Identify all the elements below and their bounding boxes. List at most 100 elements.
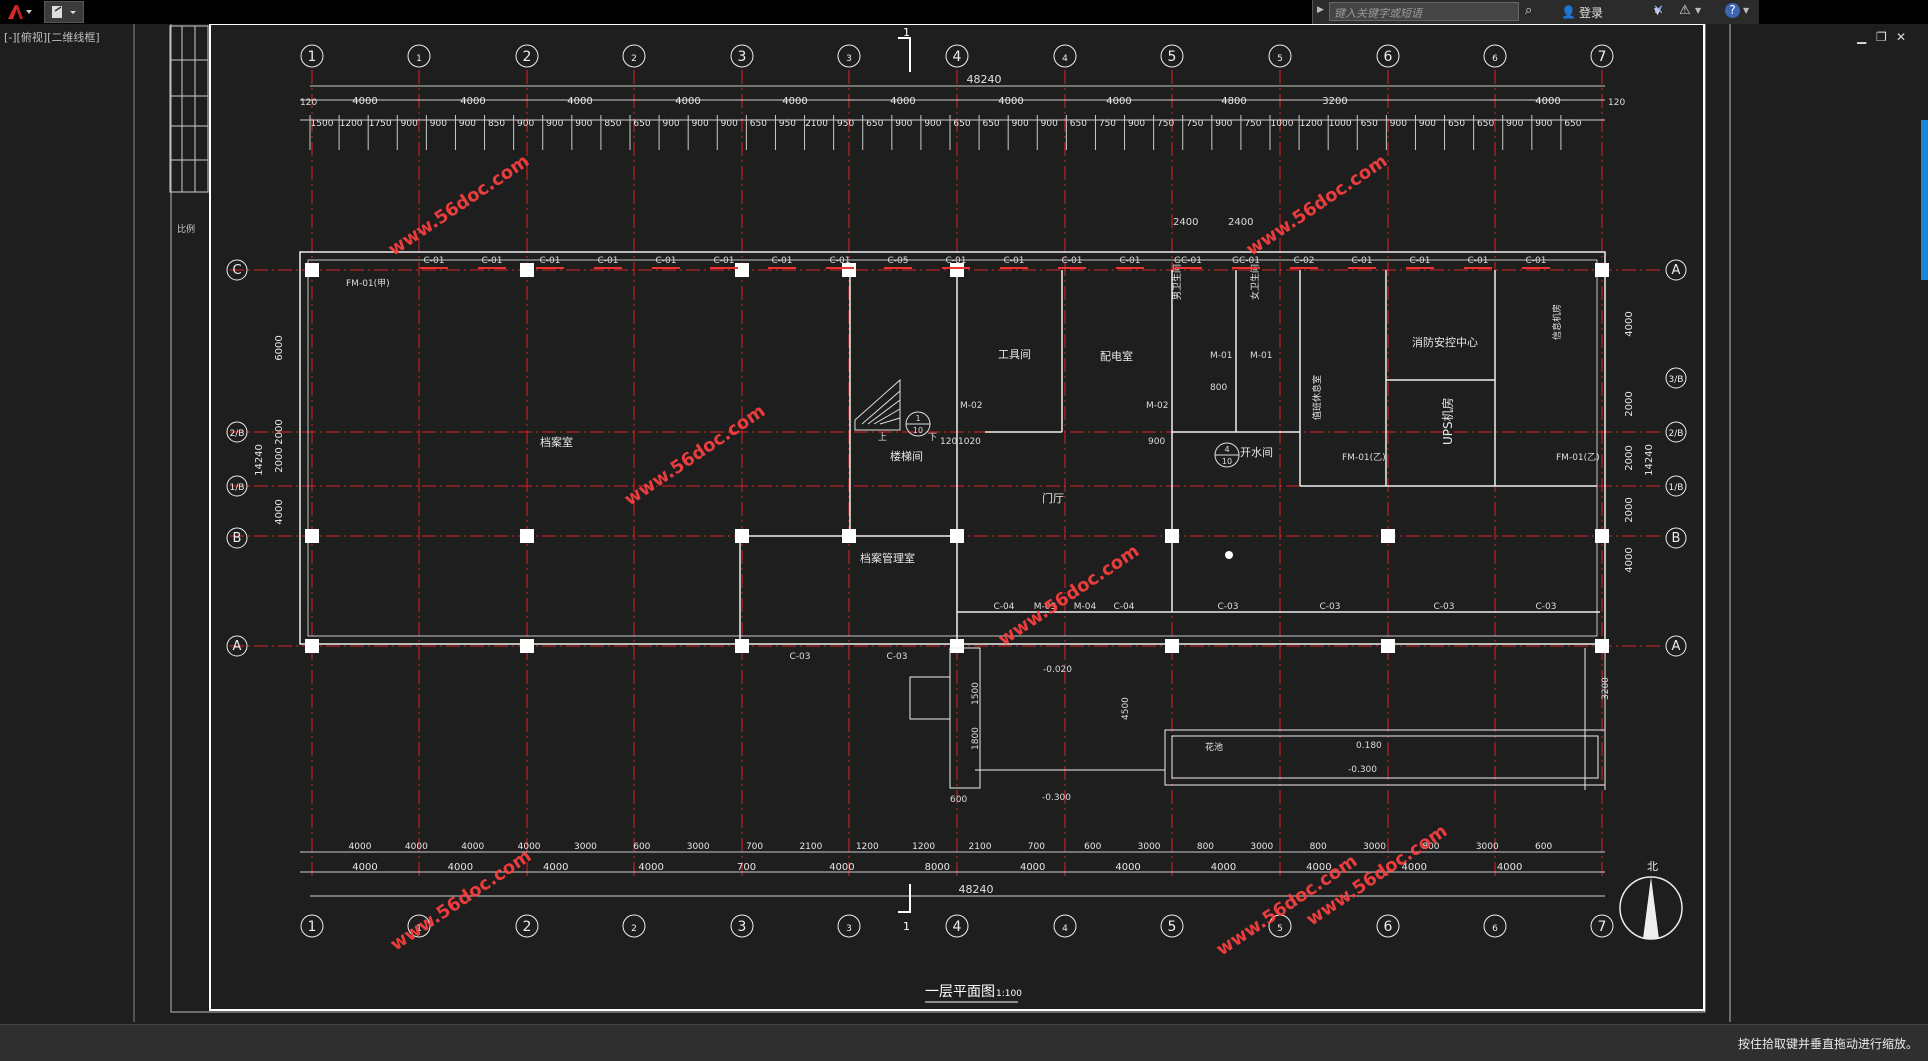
a360-icon[interactable]: ⚠ bbox=[1679, 3, 1691, 18]
login-label: 登录 bbox=[1578, 5, 1603, 20]
grid-bubble-right bbox=[1665, 527, 1687, 549]
dim-1020: 1020 bbox=[958, 437, 981, 447]
dim-600: 600 bbox=[950, 795, 967, 805]
grid-bubble bbox=[1590, 914, 1614, 938]
quick-access-button[interactable] bbox=[44, 1, 84, 23]
dim-1500: 1500 bbox=[971, 682, 981, 705]
grid-bubble bbox=[1160, 914, 1184, 938]
dim-text: 800 bbox=[1197, 842, 1214, 852]
dim-text: 4000 bbox=[518, 842, 541, 852]
svg-text:10: 10 bbox=[1222, 457, 1232, 466]
column bbox=[305, 639, 319, 653]
dim-text: 4000 bbox=[638, 862, 663, 873]
dim-120: 120 bbox=[940, 437, 957, 447]
drawing-scale: 1:100 bbox=[996, 989, 1022, 999]
grid-bubble bbox=[622, 914, 646, 938]
dim-text: 4000 bbox=[1306, 862, 1331, 873]
column bbox=[735, 639, 749, 653]
help-icon[interactable]: ? bbox=[1725, 3, 1740, 18]
top-total-dimension: 48240 bbox=[967, 73, 1002, 86]
grid-bubble-label: 5 bbox=[1168, 919, 1177, 935]
grid-bubble bbox=[515, 914, 539, 938]
binoculars-icon[interactable]: ⌕ bbox=[1525, 3, 1533, 18]
grid-bubble bbox=[1053, 914, 1077, 938]
expand-arrow-icon[interactable]: ▶ bbox=[1317, 5, 1324, 15]
room-label-archive: 档案室 bbox=[540, 435, 573, 449]
column bbox=[1165, 529, 1179, 543]
bottom-window-label: C-03 bbox=[1434, 602, 1455, 612]
north-arrow-icon: 北 bbox=[1619, 860, 1683, 940]
exchange-icon[interactable]: ✕ bbox=[1653, 3, 1664, 18]
grid-bubble-label: 3 bbox=[738, 919, 747, 935]
dim-text-fine: 900 bbox=[1535, 119, 1552, 129]
application-menu-button[interactable] bbox=[0, 0, 40, 24]
search-input[interactable]: 键入关键字或短语 bbox=[1329, 2, 1519, 21]
watermark-text: www.56doc.com bbox=[385, 151, 534, 261]
column bbox=[520, 639, 534, 653]
dim-text: 4000 bbox=[829, 862, 854, 873]
dim-text-fine: 650 bbox=[1564, 119, 1581, 129]
side-dim: 2000 bbox=[1624, 445, 1635, 470]
grid-bubble-label: 2 bbox=[523, 919, 532, 935]
window-label: C-01 bbox=[1410, 256, 1431, 266]
room-label-male-wc: 男卫生间 bbox=[1171, 264, 1183, 300]
grid-bubble-label: 7 bbox=[1598, 919, 1607, 935]
grid-bubble-left-label: 1/B bbox=[230, 483, 245, 493]
section-label-bottom: 1 bbox=[903, 920, 910, 933]
chevron-down-icon[interactable]: ▼ bbox=[1743, 6, 1750, 15]
detail-callout-1: 1 10 bbox=[905, 411, 931, 437]
column bbox=[1595, 639, 1609, 653]
dim-text-fine: 900 bbox=[1012, 119, 1029, 129]
bottom-window-label: C-04 bbox=[1114, 602, 1135, 612]
grid-lines bbox=[230, 70, 1660, 880]
dim-text-fine: 900 bbox=[924, 119, 941, 129]
status-bar: 按住拾取键并垂直拖动进行缩放。 bbox=[0, 1024, 1928, 1061]
grid-bubble-label: 4 bbox=[953, 919, 962, 935]
grid-bubble bbox=[837, 44, 861, 68]
dim-text: 4000 bbox=[543, 862, 568, 873]
dim-text-fine: 1200 bbox=[1300, 119, 1323, 129]
column bbox=[1381, 529, 1395, 543]
window-label: C-01 bbox=[598, 256, 619, 266]
room-label-tool: 工具间 bbox=[998, 348, 1031, 361]
column bbox=[950, 529, 964, 543]
dim-800: 800 bbox=[1210, 383, 1227, 393]
scrollbar-accent[interactable] bbox=[1921, 120, 1928, 280]
dim-text-fine: 750 bbox=[1186, 119, 1203, 129]
grid-bubble bbox=[1590, 44, 1614, 68]
login-button[interactable]: 👤 登录 ▼ bbox=[1561, 2, 1661, 22]
grid-bubble-right-label: 2/B bbox=[1669, 429, 1684, 439]
window-label: C-01 bbox=[656, 256, 677, 266]
side-dim: 4000 bbox=[1624, 547, 1635, 572]
dim-text: 4800 bbox=[1221, 96, 1246, 107]
side-total: 14240 bbox=[254, 444, 265, 476]
chevron-down-icon: ▼ bbox=[1653, 7, 1661, 17]
grid-bubble-left bbox=[226, 475, 248, 497]
window-label: C-01 bbox=[714, 256, 735, 266]
room-label-monitor: 信息机房 bbox=[1551, 304, 1563, 340]
dim-text-fine: 650 bbox=[1070, 119, 1087, 129]
grid-bubble-label: 2 bbox=[523, 49, 532, 65]
dim-text: 600 bbox=[633, 842, 650, 852]
column bbox=[950, 263, 964, 277]
title-bar: ▶ 键入关键字或短语 ⌕ 👤 登录 ▼ ✕ ⚠ ▼ ? ▼ bbox=[0, 0, 1928, 24]
dim-4500: 4500 bbox=[1121, 697, 1131, 720]
close-icon[interactable]: ✕ bbox=[1896, 30, 1907, 44]
dim-text-fine: 900 bbox=[1041, 119, 1058, 129]
chevron-down-icon[interactable]: ▼ bbox=[1695, 6, 1702, 15]
minimize-icon[interactable]: ▁ bbox=[1857, 30, 1867, 44]
dim-text: 8000 bbox=[925, 862, 950, 873]
stair bbox=[854, 378, 901, 431]
dim-text: 4000 bbox=[460, 96, 485, 107]
room-label-ups: UPS机房 bbox=[1440, 397, 1455, 445]
grid-bubble-label: 1 bbox=[308, 919, 317, 935]
viewport-label[interactable]: [-][俯视][二维线框] bbox=[4, 31, 100, 44]
column bbox=[1381, 639, 1395, 653]
dim-text: 4000 bbox=[1115, 862, 1140, 873]
dim-text: 4000 bbox=[567, 96, 592, 107]
cursor-point bbox=[1225, 551, 1233, 559]
grid-bubbles: 11112222333344445555666677C2/B1/BBAA3/B2… bbox=[226, 44, 1687, 938]
restore-icon[interactable]: ❐ bbox=[1876, 30, 1887, 44]
